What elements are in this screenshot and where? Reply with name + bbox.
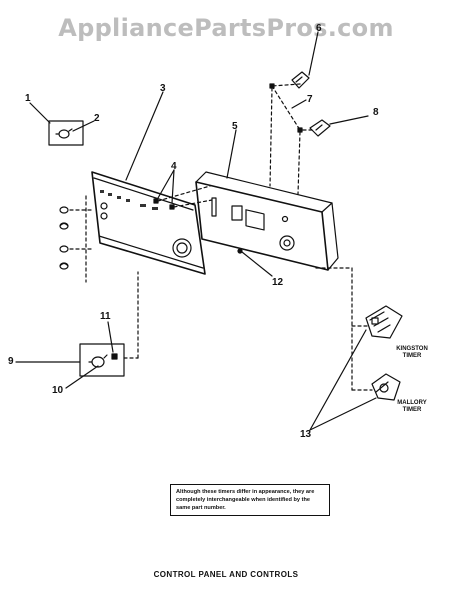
callout-5: 5 <box>232 121 238 132</box>
diagram-caption: CONTROL PANEL AND CONTROLS <box>153 570 299 579</box>
callout-6: 6 <box>316 23 322 34</box>
switch-part-6 <box>269 31 319 187</box>
callout-12: 12 <box>272 277 284 288</box>
callout-7: 7 <box>307 94 313 105</box>
callout-3: 3 <box>160 83 166 94</box>
callout-10: 10 <box>52 385 64 396</box>
backguard-part-5 <box>195 129 339 271</box>
callout-11: 11 <box>100 311 111 322</box>
callout-1: 1 <box>25 93 31 104</box>
kingston-timer-label: KINGSTON TIMER <box>396 346 428 359</box>
callout-13: 13 <box>300 429 312 440</box>
fasteners-part-4 <box>153 169 213 210</box>
callout-2: 2 <box>94 113 100 124</box>
screw-part-12 <box>237 248 273 277</box>
watermark: AppliancePartsPros.com <box>58 14 394 42</box>
control-panel-part-3 <box>91 91 206 275</box>
knob-box-part-1 <box>29 102 95 146</box>
callout-8: 8 <box>373 107 379 118</box>
callout-9: 9 <box>8 356 14 367</box>
switch-part-8 <box>271 85 369 195</box>
mallory-timer-label: MALLORY TIMER <box>397 400 427 413</box>
interchangeability-note: Although these timers differ in appearan… <box>170 484 330 516</box>
knob-column <box>59 195 93 283</box>
timer-dashed-link <box>309 267 377 431</box>
kingston-timer <box>351 305 403 339</box>
knob-box-part-9 <box>15 271 139 389</box>
mallory-timer <box>351 373 401 401</box>
callout-4: 4 <box>171 161 177 172</box>
